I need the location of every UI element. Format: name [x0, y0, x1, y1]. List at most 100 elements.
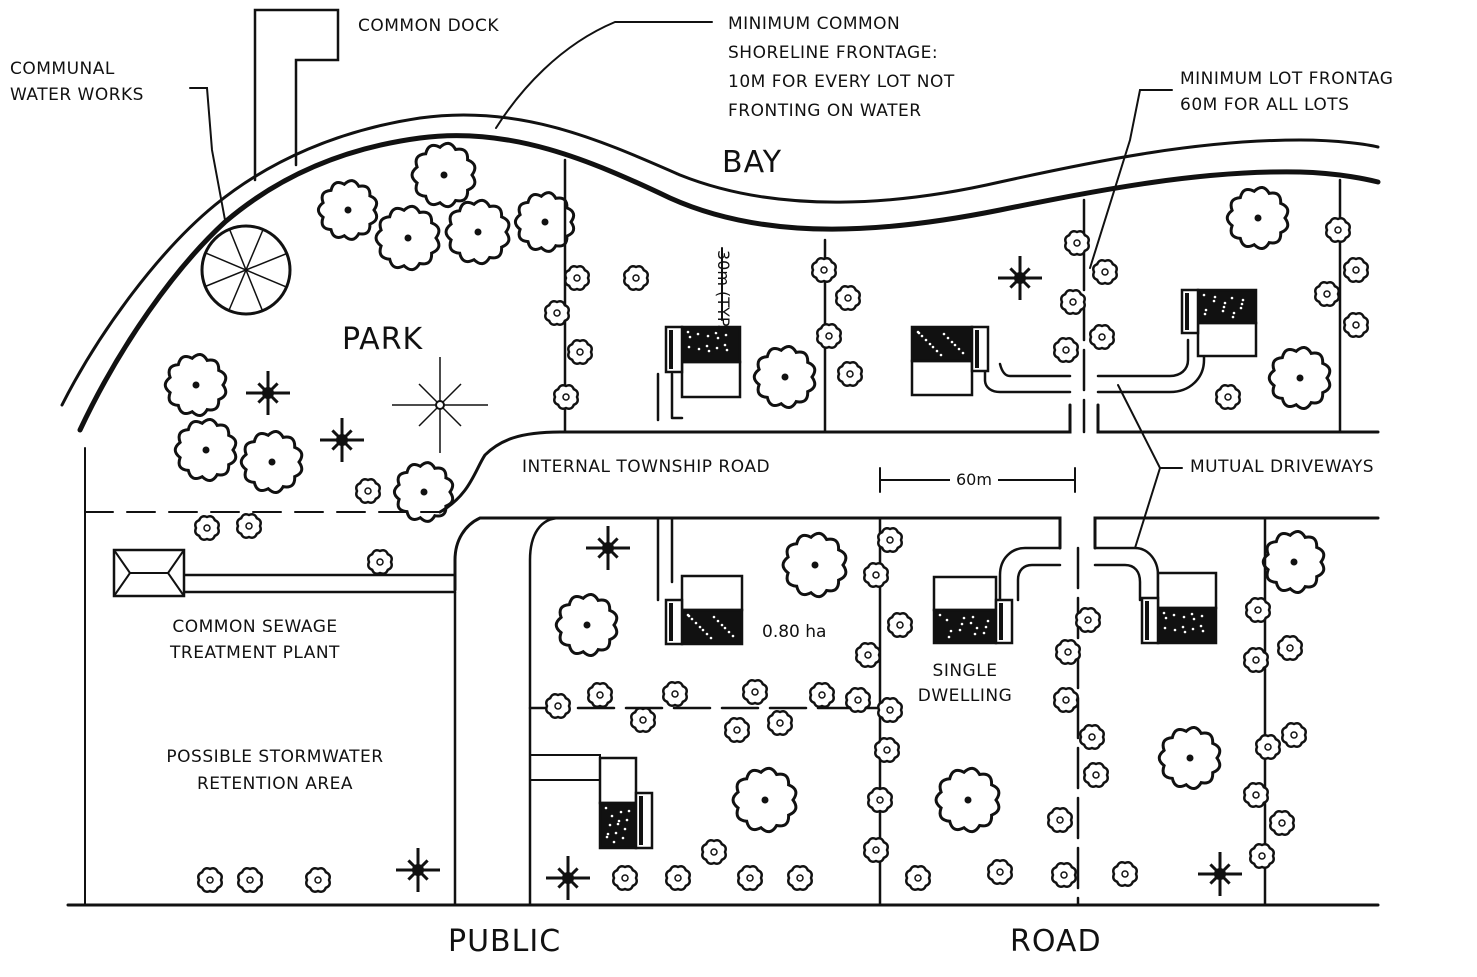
- small-shrub-icon: [845, 687, 871, 713]
- small-shrub-icon: [564, 265, 590, 291]
- small-shrub-icon: [305, 867, 331, 893]
- lot-frontage-line-1: MINIMUM LOT FRONTAG: [1180, 69, 1394, 89]
- small-shrub-icon: [811, 257, 837, 283]
- deciduous-tree-icon: [316, 179, 379, 241]
- sewage-line-2: TREATMENT PLANT: [170, 643, 340, 663]
- small-shrub-icon: [1047, 807, 1073, 833]
- stormwater-line-2: RETENTION AREA: [196, 774, 354, 794]
- label-mutual-driveways: MUTUAL DRIVEWAYS: [1190, 457, 1375, 477]
- small-shrub-icon: [662, 681, 688, 707]
- small-shrub-icon: [1083, 762, 1109, 788]
- deciduous-tree-icon: [374, 204, 441, 272]
- stormwater-line-1: POSSIBLE STORMWATER: [166, 747, 384, 767]
- cluster-dwelling-icon: [910, 325, 990, 397]
- small-shrub-icon: [544, 300, 570, 326]
- small-shrub-icon: [1343, 312, 1369, 338]
- label-internal-road: INTERNAL TOWNSHIP ROAD: [522, 457, 771, 477]
- single-dwelling-line-2: DWELLING: [917, 686, 1013, 706]
- small-shrub-icon: [545, 693, 571, 719]
- small-shrub-icon: [1314, 281, 1340, 307]
- small-shrub-icon: [742, 679, 768, 705]
- small-shrub-icon: [612, 865, 638, 891]
- small-shrub-icon: [835, 285, 861, 311]
- small-shrub-icon: [1053, 687, 1079, 713]
- internal-road-north-east: [1096, 403, 1380, 434]
- mutual-drive-north: [983, 338, 1206, 394]
- small-shrub-icon: [1255, 734, 1281, 760]
- mutual-driveway-leader-2: [1134, 467, 1161, 549]
- small-shrub-icon: [1051, 862, 1077, 888]
- shoreline-leader: [495, 21, 713, 129]
- deciduous-tree-icon: [173, 418, 238, 482]
- shoreline-inner: [77, 133, 1381, 433]
- small-shrub-icon: [737, 865, 763, 891]
- lot-line-9: [529, 707, 601, 781]
- common-dock: [253, 8, 340, 182]
- shoreline-line-3: 10m FOR EVERY LOT NOT: [728, 72, 955, 92]
- conifer-star-icon: [320, 418, 364, 462]
- label-shoreline-frontage: MINIMUM COMMON SHORELINE FRONTAGE: 10m F…: [728, 10, 955, 126]
- small-shrub-icon: [787, 865, 813, 891]
- label-frontage-dim: 60m: [950, 470, 998, 489]
- shoreline-line-4: FRONTING ON WATER: [728, 101, 922, 121]
- deciduous-tree-icon: [1267, 346, 1332, 410]
- cluster-dwelling-icon: [664, 325, 742, 399]
- small-shrub-icon: [1075, 607, 1101, 633]
- label-communal-water: COMMUNAL WATER WORKS: [10, 56, 144, 108]
- conifer-star-icon: [392, 357, 488, 453]
- label-lot-frontage: MINIMUM LOT FRONTAG 60m FOR ALL LOTS: [1180, 66, 1393, 118]
- deciduous-tree-icon: [1261, 530, 1326, 594]
- conifer-star-icon: [246, 371, 290, 415]
- small-shrub-icon: [355, 478, 381, 504]
- lot-frontage-leader: [1089, 89, 1173, 269]
- deciduous-tree-icon: [444, 198, 511, 266]
- deciduous-tree-icon: [513, 191, 576, 253]
- internal-road-west: [438, 403, 1072, 514]
- small-shrub-icon: [1055, 639, 1081, 665]
- conifer-star-icon: [998, 256, 1042, 300]
- deciduous-tree-icon: [392, 461, 455, 523]
- small-shrub-icon: [701, 839, 727, 865]
- single-dwelling-line-1: SINGLE: [932, 661, 998, 681]
- small-shrub-icon: [1079, 724, 1105, 750]
- small-shrub-icon: [724, 717, 750, 743]
- cluster-dwelling-icon: [598, 756, 654, 850]
- label-stormwater: POSSIBLE STORMWATER RETENTION AREA: [110, 744, 440, 798]
- deciduous-tree-icon: [752, 345, 817, 409]
- small-shrub-icon: [1243, 782, 1269, 808]
- small-shrub-icon: [1215, 384, 1241, 410]
- internal-road-south-east: [1093, 516, 1380, 550]
- sewage-plant-icon: [112, 548, 186, 598]
- small-shrub-icon: [887, 612, 913, 638]
- label-bay: BAY: [722, 145, 783, 180]
- shoreline-line-1: MINIMUM COMMON: [728, 14, 901, 34]
- deciduous-tree-icon: [781, 531, 848, 599]
- small-shrub-icon: [194, 515, 220, 541]
- small-shrub-icon: [1064, 230, 1090, 256]
- deciduous-tree-icon: [934, 766, 1001, 834]
- small-shrub-icon: [816, 323, 842, 349]
- small-shrub-icon: [863, 837, 889, 863]
- small-shrub-icon: [665, 865, 691, 891]
- small-shrub-icon: [1060, 289, 1086, 315]
- trees: [163, 141, 1369, 900]
- conifer-star-icon: [586, 526, 630, 570]
- south-block-west-edge: [528, 516, 562, 907]
- small-shrub-icon: [1249, 843, 1275, 869]
- small-shrub-icon: [630, 707, 656, 733]
- small-shrub-icon: [1089, 324, 1115, 350]
- deciduous-tree-icon: [1225, 186, 1290, 250]
- small-shrub-icon: [1245, 597, 1271, 623]
- small-shrub-icon: [867, 787, 893, 813]
- deciduous-tree-icon: [239, 430, 304, 494]
- label-lot-area: 0.80 ha: [762, 622, 827, 642]
- deciduous-tree-icon: [410, 141, 477, 209]
- driveway-2: [656, 516, 674, 602]
- small-shrub-icon: [197, 867, 223, 893]
- label-single-dwelling: SINGLE DWELLING: [905, 659, 1025, 709]
- cluster-dwelling-icon: [664, 574, 744, 646]
- small-shrub-icon: [809, 682, 835, 708]
- small-shrub-icon: [874, 737, 900, 763]
- small-shrub-icon: [877, 527, 903, 553]
- small-shrub-icon: [987, 859, 1013, 885]
